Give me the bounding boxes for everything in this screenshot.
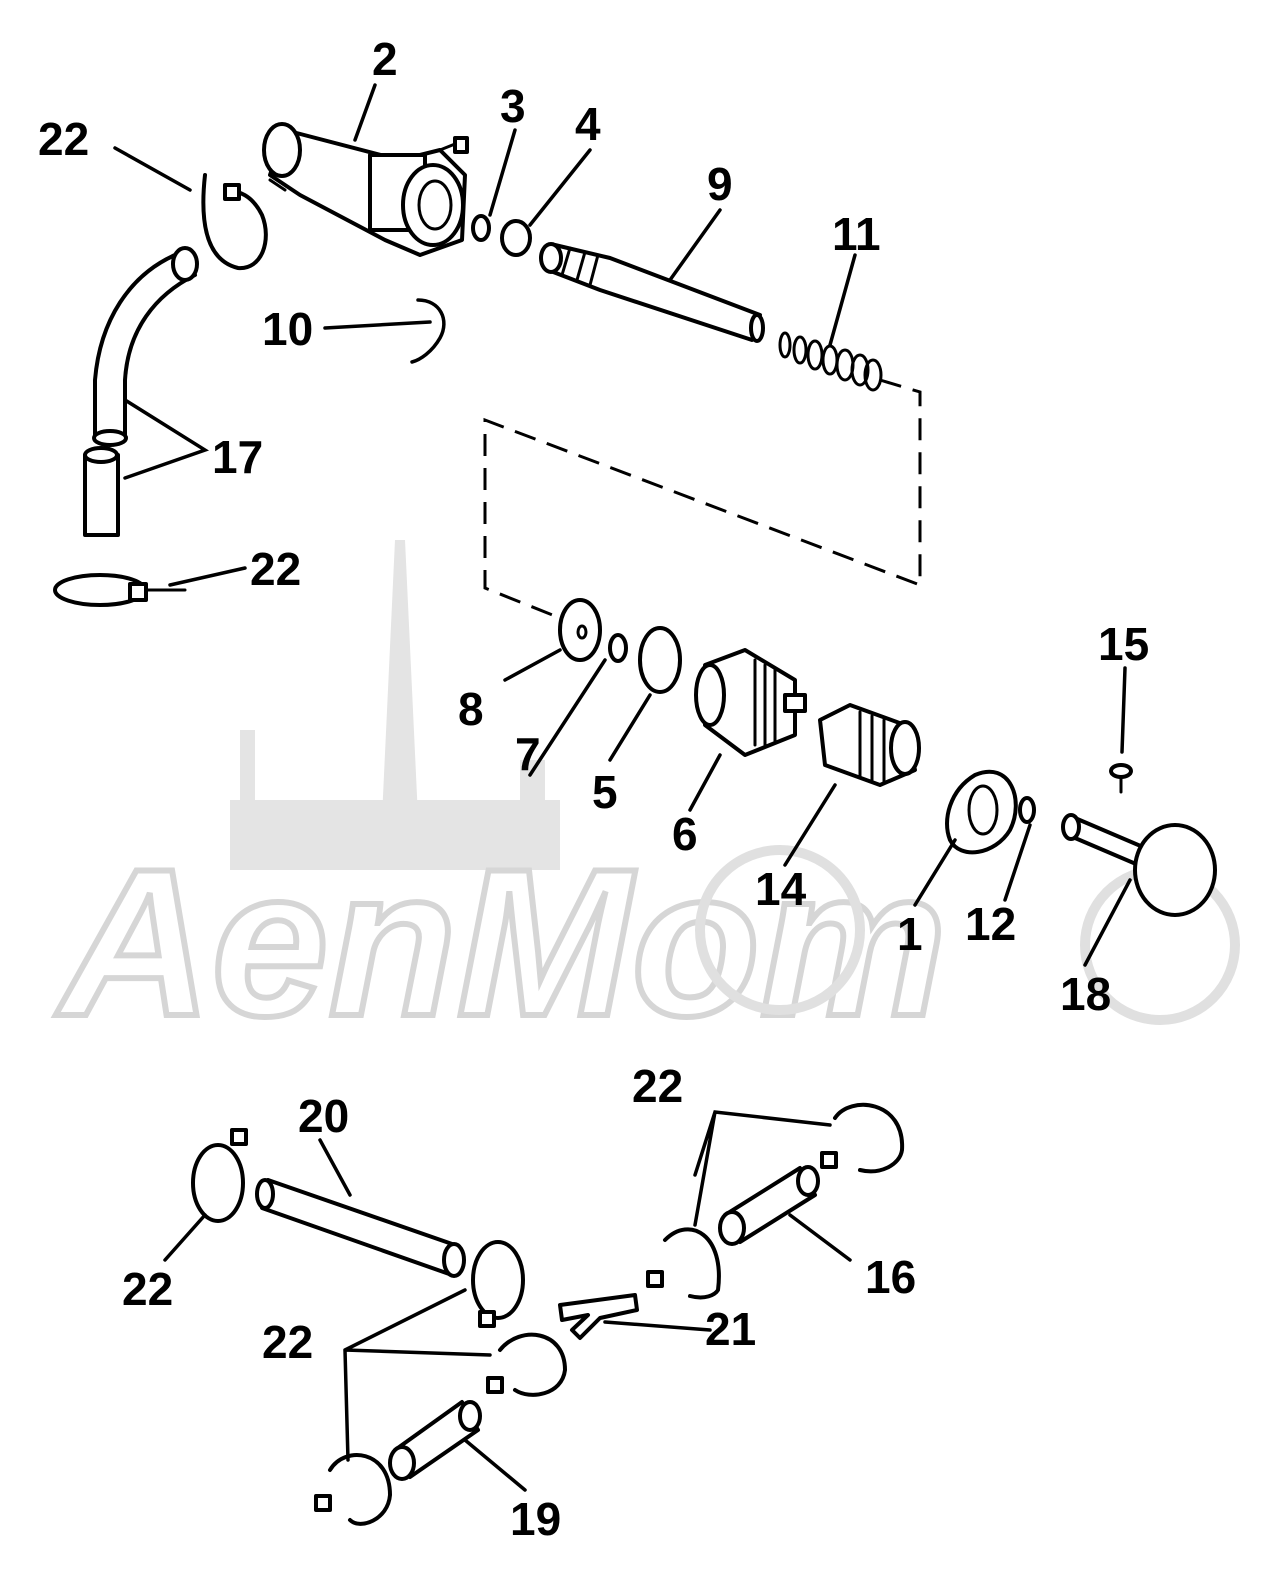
part-14-fitting xyxy=(818,703,921,787)
label-4: 4 xyxy=(575,98,601,150)
watermark-spire xyxy=(230,540,560,870)
label-1: 1 xyxy=(897,908,923,960)
label-8: 8 xyxy=(458,683,484,735)
label-17: 17 xyxy=(212,431,263,483)
label-22-left: 22 xyxy=(250,543,301,595)
label-7: 7 xyxy=(515,728,541,780)
part-22-clamp-right-b xyxy=(820,1102,905,1174)
label-9: 9 xyxy=(707,158,733,210)
label-15: 15 xyxy=(1098,618,1149,670)
label-5: 5 xyxy=(592,766,618,818)
label-19: 19 xyxy=(510,1493,561,1545)
label-20: 20 xyxy=(298,1090,349,1142)
part-22-clamp-left xyxy=(53,573,187,607)
watermark-wheel-1 xyxy=(695,845,865,1015)
part-21-tee xyxy=(558,1293,639,1340)
part-6-valve-body xyxy=(694,648,807,757)
label-3: 3 xyxy=(500,80,526,132)
part-9-plunger xyxy=(539,242,765,343)
label-18: 18 xyxy=(1060,968,1111,1020)
part-17-hose xyxy=(83,246,199,537)
part-8-washer xyxy=(558,598,602,662)
part-15-screw xyxy=(1109,763,1133,794)
part-22-clamp-lower-a xyxy=(191,1128,248,1223)
label-2: 2 xyxy=(372,33,398,85)
part-2-housing xyxy=(262,122,469,257)
label-14: 14 xyxy=(755,863,807,915)
part-22-clamp-lower-b xyxy=(471,1240,525,1328)
part-19-hose xyxy=(388,1400,482,1481)
label-10: 10 xyxy=(262,303,313,355)
label-12: 12 xyxy=(965,898,1016,950)
part-16-hose xyxy=(718,1165,820,1246)
part-22-clamp-right-a xyxy=(646,1227,721,1300)
watermark: AenMom xyxy=(52,540,1240,1063)
part-1-plate xyxy=(945,769,1018,855)
label-6: 6 xyxy=(672,808,698,860)
leader-lines xyxy=(113,83,1132,1492)
label-21: 21 xyxy=(705,1303,756,1355)
part-3-small-oring xyxy=(471,214,491,242)
part-18-knob xyxy=(1061,813,1217,917)
part-22-clamp-lower-d xyxy=(314,1453,392,1526)
label-16: 16 xyxy=(865,1251,916,1303)
part-12-oring xyxy=(1018,796,1036,824)
part-7-oring xyxy=(608,633,628,663)
callout-labels: 2 3 4 9 11 22 10 17 22 8 7 5 6 14 1 12 1… xyxy=(38,33,1149,1545)
label-22-bm: 22 xyxy=(262,1316,313,1368)
part-20-hose xyxy=(255,1178,466,1278)
part-4-oring xyxy=(500,219,532,257)
label-11: 11 xyxy=(832,208,881,260)
label-22-bl: 22 xyxy=(122,1263,173,1315)
part-5-oring xyxy=(638,626,682,694)
label-22-tr: 22 xyxy=(632,1060,683,1112)
part-22-clamp-lower-c xyxy=(486,1332,567,1397)
assembly-dashed-line xyxy=(483,378,922,620)
part-22-clamp-top xyxy=(201,173,268,271)
label-22-top: 22 xyxy=(38,113,89,165)
watermark-text: AenMom xyxy=(55,825,947,1060)
part-10-clip xyxy=(410,298,446,364)
